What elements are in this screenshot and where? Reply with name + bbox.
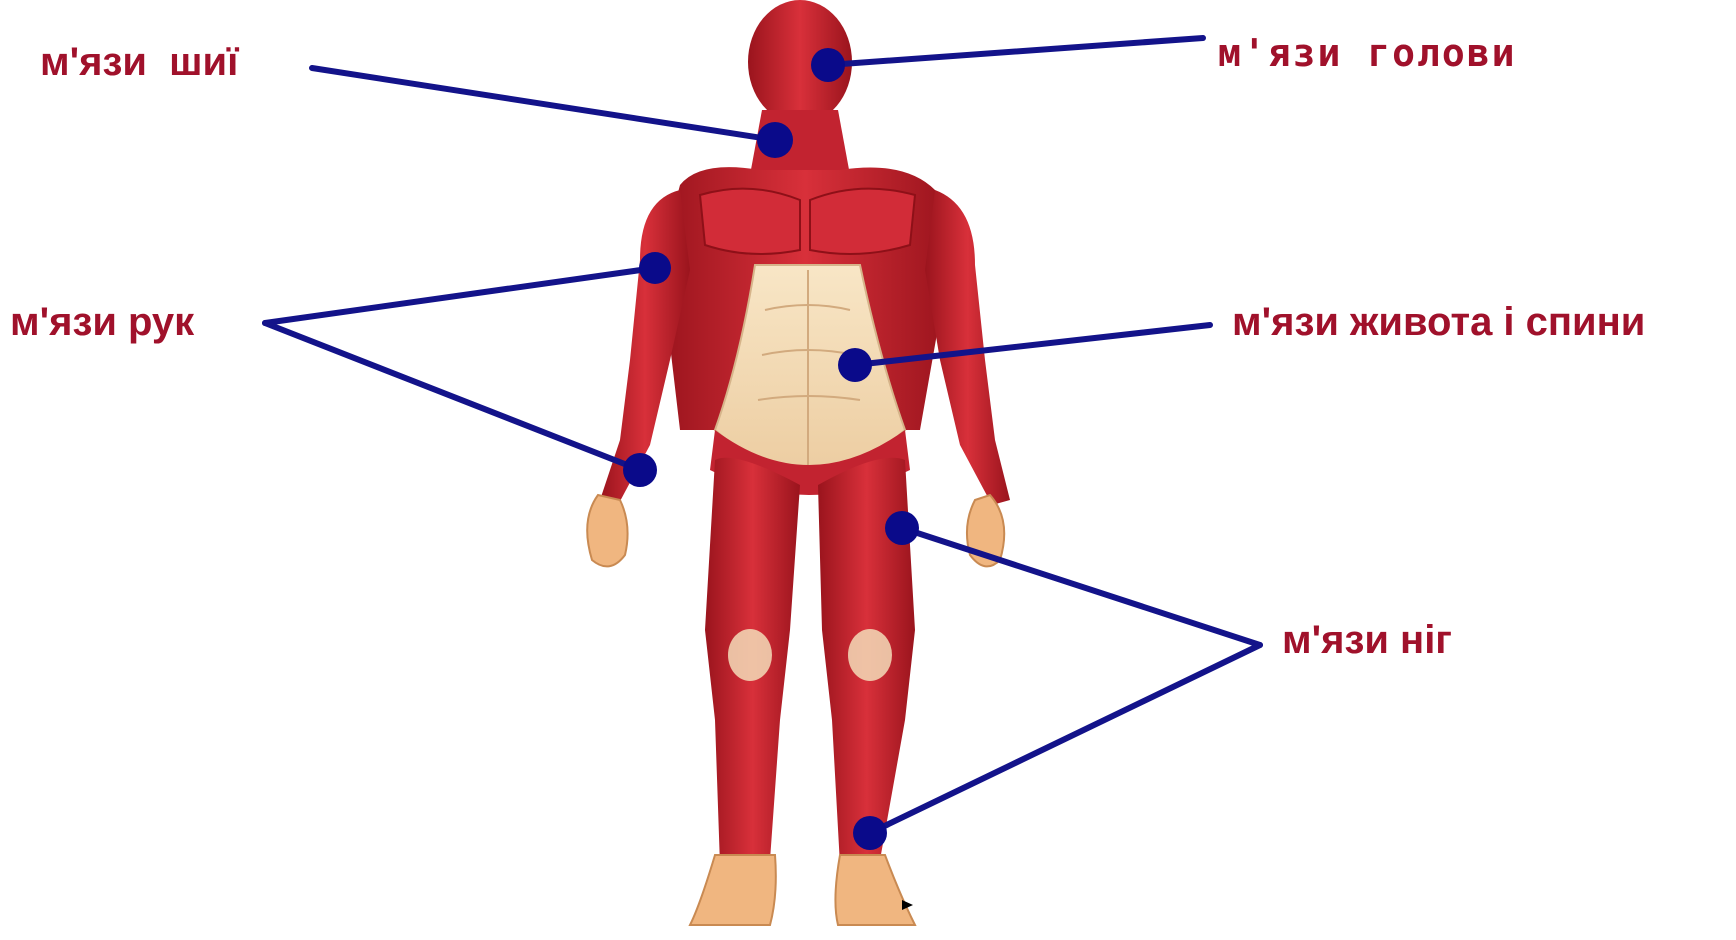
label-neck-muscles: м'язи шиї bbox=[40, 42, 238, 82]
marker-leg-upper bbox=[885, 511, 919, 545]
foot-left bbox=[690, 855, 776, 925]
marker-leg-lower bbox=[853, 816, 887, 850]
knee-left bbox=[728, 629, 772, 681]
marker-neck bbox=[757, 122, 793, 158]
label-head-muscles: м'язи голови bbox=[1218, 34, 1517, 72]
label-leg-muscles: м'язи ніг bbox=[1282, 620, 1452, 660]
marker-arm-lower bbox=[623, 453, 657, 487]
pectoral-left bbox=[700, 189, 800, 254]
pointer-line-head bbox=[828, 38, 1203, 65]
foot-right bbox=[835, 855, 915, 925]
knee-right bbox=[848, 629, 892, 681]
label-abdomen-back-muscles: м'язи живота і спини bbox=[1232, 302, 1645, 342]
pointer-line-legs-lower bbox=[870, 645, 1260, 833]
marker-arm-upper bbox=[639, 252, 671, 284]
label-arm-muscles: м'язи рук bbox=[10, 302, 194, 342]
pointer-line-arms-lower bbox=[265, 323, 640, 470]
pointer-line-neck bbox=[312, 68, 775, 140]
pointer-line-arms-upper bbox=[265, 268, 655, 323]
marker-abdomen bbox=[838, 348, 872, 382]
hand-left bbox=[587, 495, 627, 566]
marker-head bbox=[811, 48, 845, 82]
pectoral-right bbox=[810, 189, 915, 254]
pointer-line-legs-upper bbox=[902, 528, 1260, 645]
